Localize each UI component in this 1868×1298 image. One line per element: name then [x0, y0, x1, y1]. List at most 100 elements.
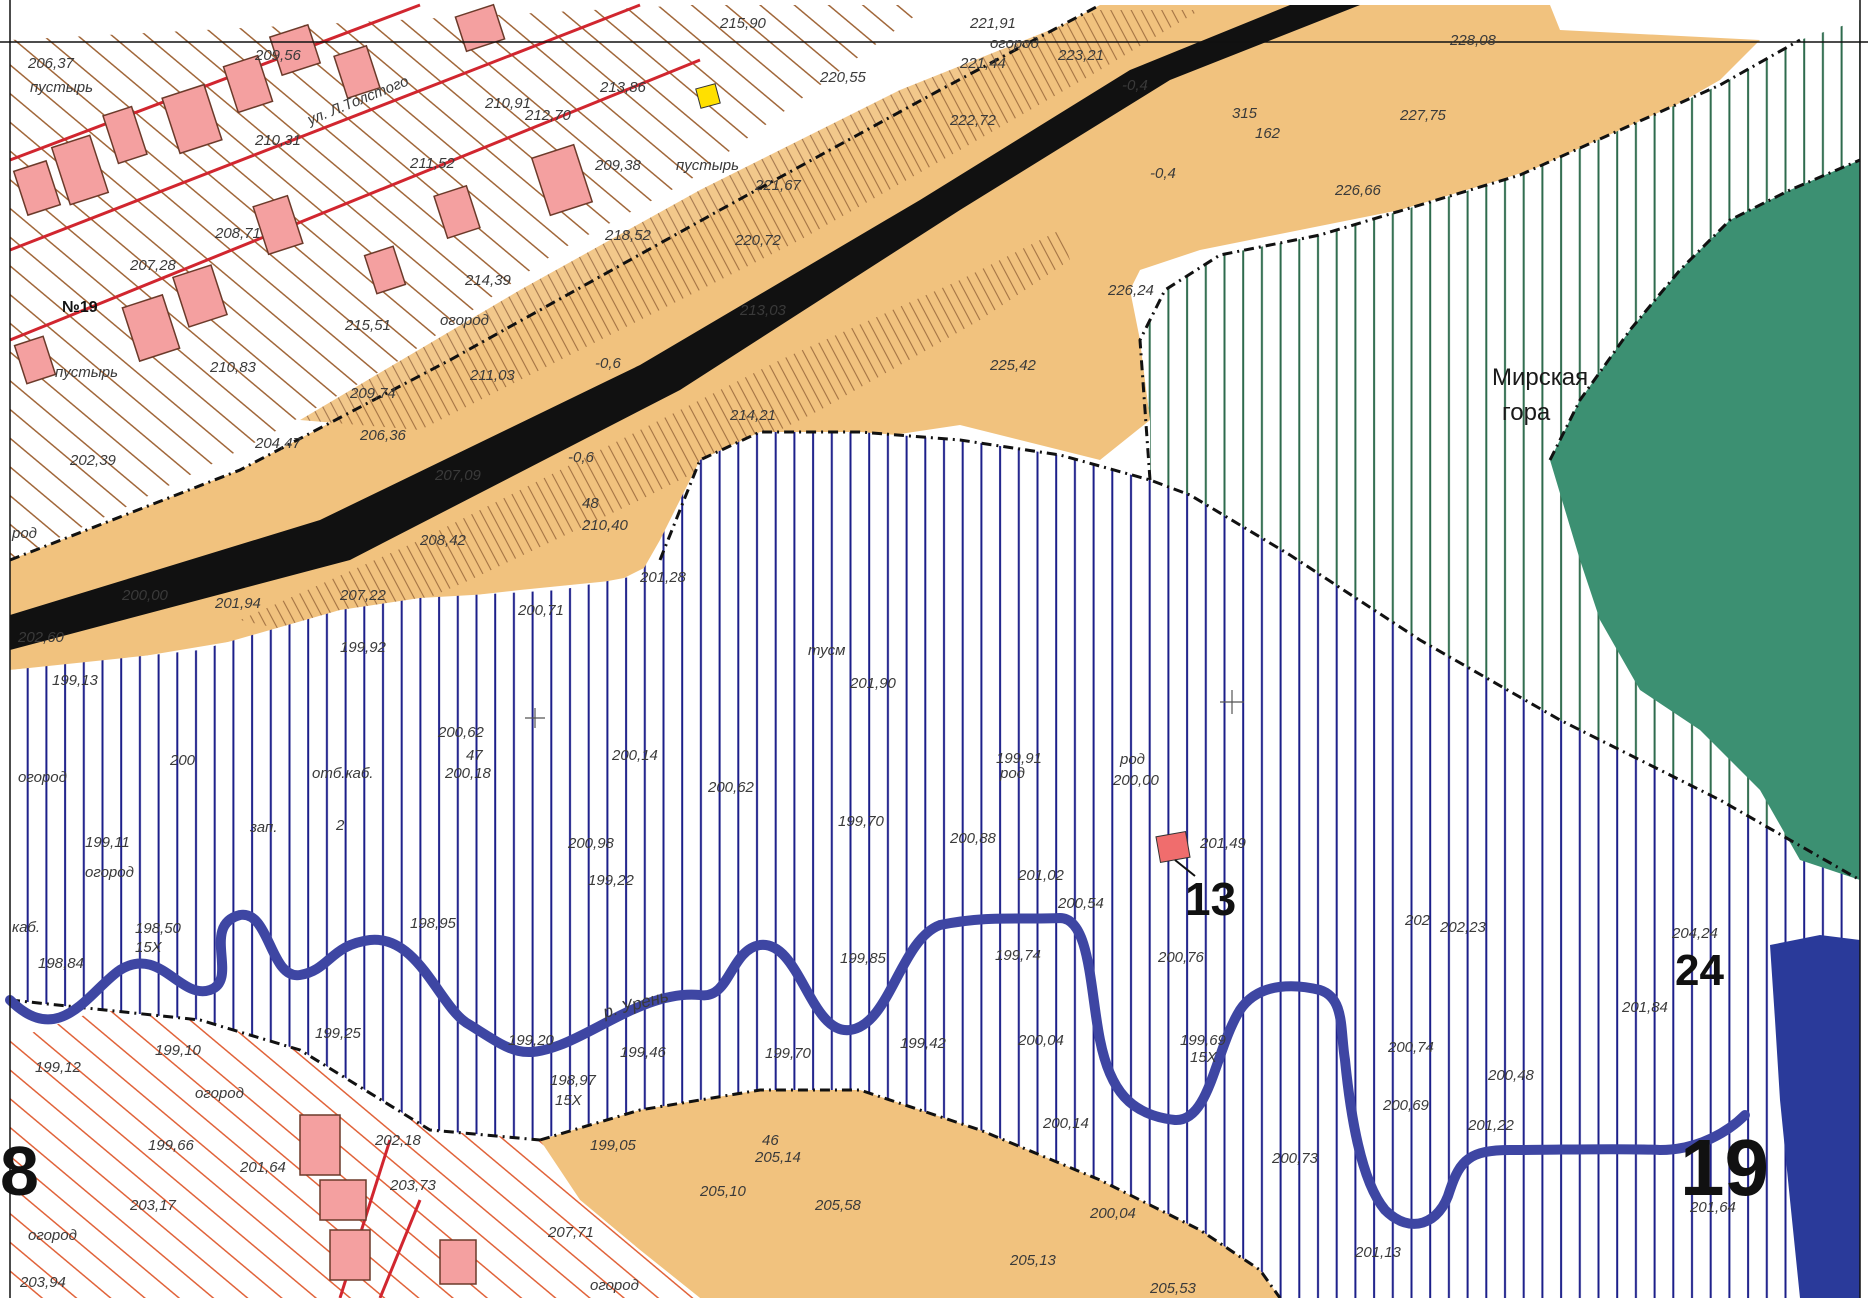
- slope-label: 202: [1404, 912, 1431, 929]
- elev-label: 215,51: [344, 317, 391, 334]
- elev-label: 198,50: [135, 920, 182, 937]
- slope-label: 15Х: [555, 1092, 583, 1109]
- elev-label: 199,13: [52, 672, 99, 689]
- elev-label: 199,22: [588, 872, 635, 889]
- elev-label: 199,11: [85, 834, 130, 851]
- sand-hill-south: [540, 1090, 1280, 1298]
- marker-yellow: [695, 83, 721, 109]
- elev-label: 202,39: [69, 452, 117, 469]
- slope-label: 200: [169, 752, 196, 769]
- elev-label: 200,69: [1382, 1097, 1430, 1114]
- elev-label: 199,70: [838, 813, 885, 830]
- forest-zone: [1550, 160, 1860, 880]
- marker-red-13: [1155, 831, 1191, 863]
- land-label: тусм: [808, 642, 845, 659]
- slope-label: 2: [335, 817, 345, 834]
- elev-label: 207,22: [339, 587, 387, 604]
- elev-label: 201,28: [639, 569, 687, 586]
- land-label: огород: [85, 864, 134, 881]
- land-label: огород: [590, 1277, 639, 1294]
- slope-label: 48: [582, 495, 599, 512]
- elev-label: 201,22: [1467, 1117, 1515, 1134]
- elev-label: 226,24: [1107, 282, 1154, 299]
- elev-label: 205,14: [754, 1149, 801, 1166]
- elev-label: 203,73: [389, 1177, 437, 1194]
- elev-label: 200,00: [121, 587, 169, 604]
- river-uren: [5, 909, 1750, 1229]
- slope-label: 46: [762, 1132, 779, 1149]
- elev-label: 200,71: [517, 602, 564, 619]
- survey-crosses: [525, 690, 1244, 728]
- place-name-line1: Мирская: [1492, 364, 1588, 391]
- elev-label: 227,75: [1399, 107, 1447, 124]
- elev-label: 200,88: [949, 830, 997, 847]
- elev-label: 200,04: [1089, 1205, 1136, 1222]
- elev-label: 205,58: [814, 1197, 862, 1214]
- slope-label: -0,6: [568, 449, 595, 466]
- settlement-zone-north: [10, 5, 930, 560]
- elev-label: 199,25: [315, 1025, 362, 1042]
- land-label: каб.: [12, 919, 40, 936]
- elev-label: 200,48: [1487, 1067, 1535, 1084]
- elev-label: 205,10: [699, 1183, 747, 1200]
- elev-label: 199,42: [900, 1035, 947, 1052]
- elev-label: 211,03: [469, 367, 515, 384]
- elev-label: 210,40: [581, 517, 629, 534]
- place-name-line2: гора: [1502, 399, 1551, 426]
- elev-label: 199,91: [996, 750, 1042, 767]
- land-label: пустырь: [676, 157, 739, 174]
- elev-label: 223,21: [1057, 47, 1104, 64]
- elev-label: 204,47: [254, 435, 302, 452]
- elev-label: 199,66: [148, 1137, 195, 1154]
- elev-label: 200,00: [1112, 772, 1160, 789]
- railway-line: [10, 5, 1360, 650]
- elev-label: 203,17: [129, 1197, 177, 1214]
- elev-label: 212,70: [524, 107, 572, 124]
- land-label: род: [11, 525, 37, 542]
- elev-label: 200,62: [437, 724, 485, 741]
- elev-label: 200,54: [1057, 895, 1104, 912]
- railway-slope-south: [240, 230, 1070, 640]
- elev-label: 201,94: [214, 595, 261, 612]
- marker-24-label: 24: [1675, 946, 1724, 995]
- marker-13-label: 13: [1185, 873, 1236, 925]
- elev-label: 210,31: [254, 132, 301, 149]
- elev-label: 207,71: [547, 1224, 594, 1241]
- elev-label: 225,42: [989, 357, 1037, 374]
- land-label: огород: [195, 1085, 244, 1102]
- elev-label: 226,66: [1334, 182, 1382, 199]
- buildings-south: [299, 1114, 477, 1285]
- marker-19-label: 19: [1680, 1123, 1769, 1212]
- elev-label: 213,86: [599, 79, 647, 96]
- elev-label: 200,98: [567, 835, 615, 852]
- elev-label: 202,23: [1439, 919, 1487, 936]
- railway-slope-north: [300, 10, 1200, 430]
- elev-label: 198,95: [410, 915, 457, 932]
- elev-label: 220,55: [819, 69, 867, 86]
- marker-8-label: 8: [0, 1132, 39, 1210]
- elev-label: 200,14: [611, 747, 658, 764]
- elev-label: 202,60: [17, 629, 65, 646]
- slope-label: 15Х: [1190, 1049, 1218, 1066]
- elev-label: 207,28: [129, 257, 177, 274]
- elev-label: 201,84: [1621, 999, 1668, 1016]
- parcel-19-label: №19: [62, 299, 98, 316]
- elev-label: 200,74: [1387, 1039, 1434, 1056]
- elev-label: 200,04: [1017, 1032, 1064, 1049]
- elev-label: 221,91: [969, 15, 1016, 32]
- elev-label: 204,24: [1671, 925, 1718, 942]
- elev-label: 208,42: [419, 532, 467, 549]
- zone-boundaries: [9, 3, 1861, 1298]
- slope-label: -0,6: [595, 355, 622, 372]
- water-body-east: [1770, 935, 1860, 1298]
- elev-label: 208,71: [214, 225, 261, 242]
- slope-label: 47: [466, 747, 483, 764]
- slope-label: 315: [1232, 105, 1258, 122]
- land-label: пустырь: [30, 79, 93, 96]
- floodplain-zone: [10, 432, 1860, 1298]
- elev-label: 200,14: [1042, 1115, 1089, 1132]
- elev-label: 198,97: [550, 1072, 597, 1089]
- marker-13-leader: [1174, 859, 1196, 877]
